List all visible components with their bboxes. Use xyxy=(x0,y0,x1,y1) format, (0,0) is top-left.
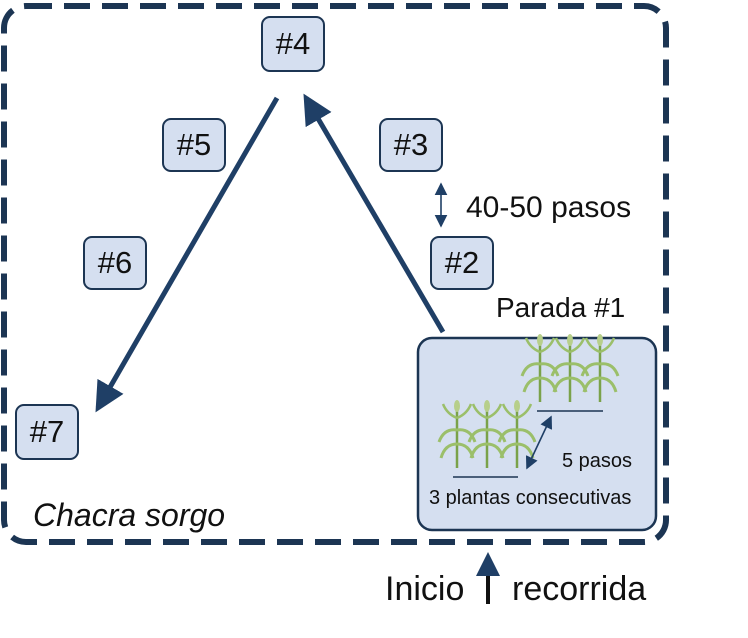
step-arrow xyxy=(525,415,553,470)
start-right-label: recorrida xyxy=(512,570,647,608)
stop-6: #6 xyxy=(83,236,147,290)
step-label: 5 pasos xyxy=(562,450,633,472)
stop1-title: Parada #1 xyxy=(496,292,626,323)
stop-7: #7 xyxy=(15,404,79,460)
field-label: Chacra sorgo xyxy=(33,497,226,533)
distance-label: 40-50 pasos xyxy=(466,191,632,224)
route-arrow-1-to-4 xyxy=(303,93,446,334)
stop-4: #4 xyxy=(261,16,325,72)
stop-2: #2 xyxy=(430,236,494,290)
stop-3: #3 xyxy=(379,118,443,172)
route-arrow-4-to-7 xyxy=(95,96,280,413)
field-border xyxy=(1,3,669,545)
plants-label: 3 plantas consecutivas xyxy=(429,487,632,509)
start-left-label: Inicio xyxy=(385,570,465,608)
stop-5: #5 xyxy=(162,118,226,172)
